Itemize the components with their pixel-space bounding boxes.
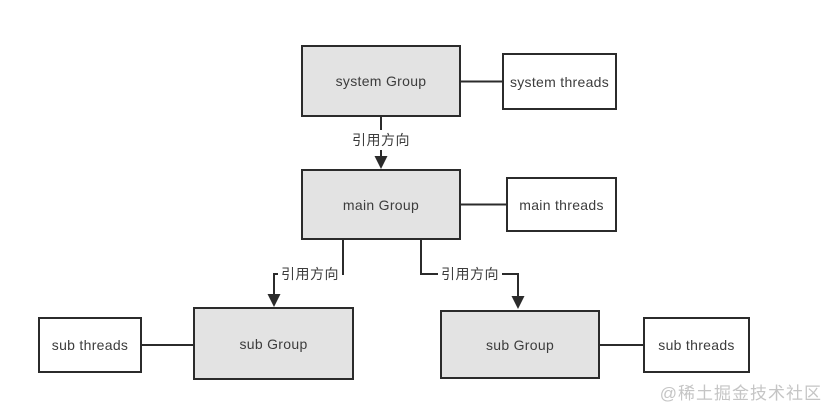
edge-label-main-to-sub-right: 引用方向 (438, 264, 502, 284)
node-system-group: system Group (301, 45, 461, 117)
node-system-threads: system threads (502, 53, 617, 110)
arrowhead-system-to-main (374, 156, 388, 169)
node-main-threads: main threads (506, 177, 617, 232)
arrowhead-main-to-sub-left (267, 294, 281, 307)
edge-label-system-to-main: 引用方向 (349, 130, 413, 150)
node-sub-group-left: sub Group (193, 307, 354, 380)
watermark: @稀土掘金技术社区 (659, 384, 822, 403)
arrowhead-main-to-sub-right (511, 296, 525, 309)
edge-label-main-to-sub-left: 引用方向 (278, 264, 342, 284)
node-sub-threads-right: sub threads (643, 317, 750, 373)
node-sub-group-right: sub Group (440, 310, 600, 379)
node-main-group: main Group (301, 169, 461, 240)
node-sub-threads-left: sub threads (38, 317, 142, 373)
